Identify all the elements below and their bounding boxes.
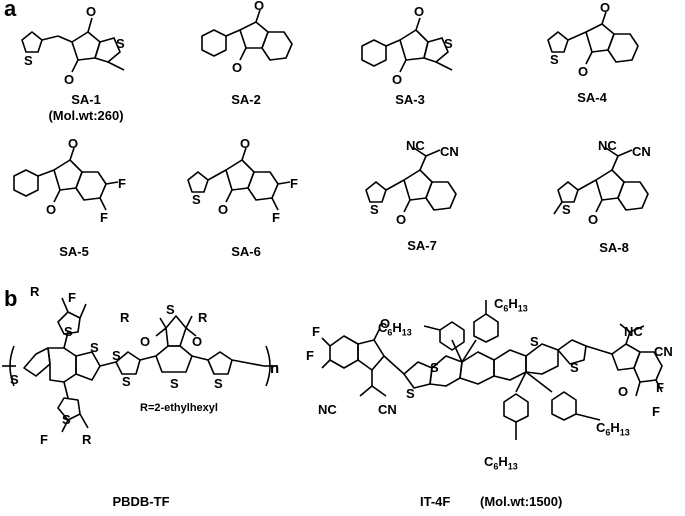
svg-text:O: O	[240, 136, 250, 151]
svg-text:O: O	[232, 60, 242, 75]
svg-text:S: S	[90, 340, 99, 355]
label-sa-2: SA-2	[231, 92, 261, 107]
svg-text:F: F	[68, 290, 76, 305]
label-c6h13-1: C6H13	[378, 320, 412, 338]
panel-letter-b: b	[4, 286, 18, 311]
svg-text:S: S	[530, 334, 539, 349]
svg-text:O: O	[68, 136, 78, 151]
structure-sa-3: O O S	[361, 4, 453, 87]
label-sa-5: SA-5	[59, 244, 89, 259]
svg-text:R: R	[120, 310, 130, 325]
structure-sa-1: S O O S	[21, 4, 125, 87]
side-chain-note: R=2-ethylhexyl	[140, 402, 218, 414]
svg-text:S: S	[62, 412, 71, 427]
label-sa-1-mw: (Mol.wt:260)	[48, 108, 124, 123]
panel-letter-a: a	[4, 0, 17, 21]
svg-text:F: F	[272, 210, 280, 225]
structure-sa-5: O O F F	[13, 136, 126, 225]
svg-text:S: S	[550, 52, 559, 67]
svg-text:O: O	[192, 334, 202, 349]
svg-text:CN: CN	[654, 344, 673, 359]
svg-text:O: O	[618, 384, 628, 399]
svg-text:F: F	[652, 404, 660, 419]
label-sa-3: SA-3	[395, 92, 425, 107]
label-sa-4: SA-4	[577, 90, 607, 105]
svg-text:O: O	[578, 64, 588, 79]
svg-text:O: O	[46, 202, 56, 217]
structure-pbdb-tf	[2, 297, 278, 433]
svg-text:S: S	[24, 53, 33, 68]
svg-text:NC: NC	[406, 138, 425, 153]
label-it-4f: IT-4F	[420, 494, 451, 509]
svg-text:O: O	[140, 334, 150, 349]
svg-text:O: O	[64, 72, 74, 87]
svg-text:S: S	[370, 202, 379, 217]
svg-text:S: S	[570, 360, 579, 375]
label-sa-8: SA-8	[599, 240, 629, 255]
polymer-repeat-n: n	[270, 360, 280, 377]
svg-text:S: S	[116, 36, 125, 51]
svg-text:S: S	[562, 202, 571, 217]
svg-text:O: O	[86, 4, 96, 19]
label-pbdb-tf: PBDB-TF	[112, 494, 170, 509]
svg-text:CN: CN	[378, 402, 397, 417]
svg-text:O: O	[588, 212, 598, 227]
structure-sa-7: S NC CN O	[365, 138, 459, 227]
svg-text:NC: NC	[318, 402, 337, 417]
structure-sa-4: S O O	[547, 0, 639, 79]
structure-sa-8: S NC CN O	[553, 138, 651, 227]
svg-text:S: S	[444, 36, 453, 51]
svg-text:O: O	[600, 0, 610, 15]
svg-text:S: S	[406, 386, 415, 401]
svg-text:S: S	[430, 360, 439, 375]
svg-text:R: R	[30, 284, 40, 299]
label-sa-7: SA-7	[407, 238, 437, 253]
label-c6h13-3: C6H13	[596, 420, 630, 438]
svg-text:S: S	[192, 192, 201, 207]
svg-text:S: S	[214, 376, 223, 391]
svg-text:O: O	[396, 212, 406, 227]
svg-text:CN: CN	[440, 144, 459, 159]
svg-text:F: F	[290, 176, 298, 191]
structure-it-4f	[321, 300, 663, 440]
svg-text:O: O	[380, 316, 390, 331]
svg-text:S: S	[122, 374, 131, 389]
svg-text:R: R	[198, 310, 208, 325]
svg-text:F: F	[118, 176, 126, 191]
svg-text:S: S	[166, 302, 175, 317]
label-c6h13-4: C6H13	[484, 454, 518, 472]
svg-text:F: F	[100, 210, 108, 225]
svg-text:S: S	[170, 376, 179, 391]
svg-text:NC: NC	[598, 138, 617, 153]
svg-text:F: F	[40, 432, 48, 447]
svg-text:O: O	[392, 72, 402, 87]
svg-text:R: R	[82, 432, 92, 447]
structure-sa-2: O O	[201, 0, 293, 75]
svg-text:NC: NC	[624, 324, 643, 339]
svg-text:S: S	[112, 348, 121, 363]
svg-text:CN: CN	[632, 144, 651, 159]
label-c6h13-2: C6H13	[494, 296, 528, 314]
svg-text:F: F	[656, 380, 664, 395]
svg-text:O: O	[414, 4, 424, 19]
label-it-4f-mw: (Mol.wt:1500)	[480, 494, 563, 509]
svg-text:F: F	[312, 324, 320, 339]
svg-text:O: O	[254, 0, 264, 13]
structure-sa-6: S O O F F	[187, 136, 298, 225]
svg-text:F: F	[306, 348, 314, 363]
svg-text:S: S	[10, 372, 19, 387]
svg-text:O: O	[218, 202, 228, 217]
label-sa-6: SA-6	[231, 244, 261, 259]
label-sa-1: SA-1	[71, 92, 101, 107]
svg-text:S: S	[64, 324, 73, 339]
